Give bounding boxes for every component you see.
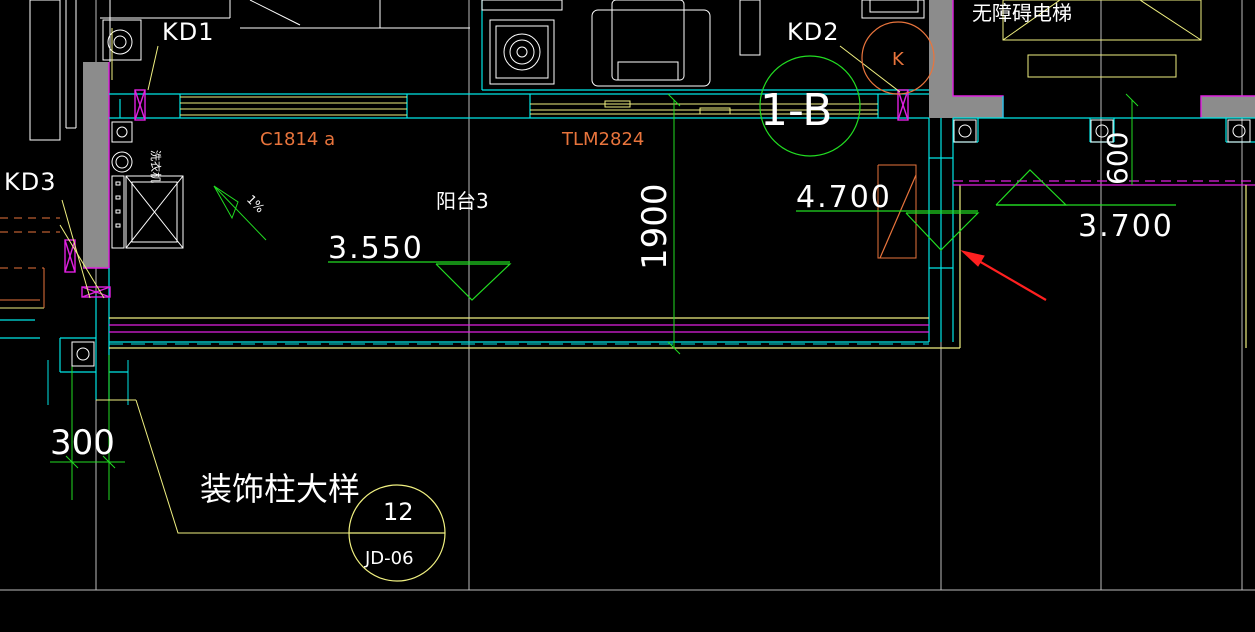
balcony-railing — [109, 180, 1255, 349]
level-marker-3700 — [995, 169, 1176, 206]
window-c1814a-symbol — [180, 96, 407, 116]
red-arrow-annotation — [960, 250, 1047, 301]
slope-arrow — [213, 185, 267, 241]
structural-columns — [83, 0, 1255, 268]
label-k: K — [892, 49, 905, 70]
label-room: 阳台3 — [436, 189, 489, 213]
label-kd2: KD2 — [787, 18, 840, 46]
wall-opening-markers — [64, 89, 909, 298]
wall-outlines — [0, 0, 1255, 400]
detail-callout-symbol — [348, 484, 446, 582]
level-marker-3550 — [328, 261, 512, 301]
callout-number: 12 — [383, 498, 414, 526]
label-window: C1814 a — [260, 129, 335, 150]
label-kd1: KD1 — [162, 18, 215, 46]
outlet-circles — [71, 119, 1251, 367]
floor-drain-symbol — [877, 164, 917, 259]
label-washer: 洗衣机 — [149, 150, 163, 183]
kitchen-fixtures — [29, 0, 925, 141]
label-detail-note: 装饰柱大样 — [200, 470, 360, 508]
label-grid-bubble: 1-B — [760, 85, 833, 136]
callout-sheet: JD-06 — [364, 548, 414, 569]
dimension-1900-line — [667, 93, 681, 355]
washing-machine-fixture — [111, 121, 184, 249]
sliding-door-tlm2824-symbol — [530, 100, 878, 115]
dimension-600-text: 600 — [1101, 132, 1134, 185]
dimension-1900-text: 1900 — [635, 183, 675, 270]
k-symbol-circle — [861, 21, 935, 95]
elevator-box — [1002, 0, 1202, 78]
elevation-4700-text: 4.700 — [796, 180, 892, 215]
level-marker-4700 — [796, 210, 980, 251]
dimension-300-text: 300 — [50, 423, 115, 463]
grid-bubble-1b — [759, 55, 861, 157]
elevation-3550-text: 3.550 — [328, 231, 424, 266]
label-slope: 1% — [244, 192, 267, 215]
dimension-600-line — [1125, 93, 1139, 185]
label-door: TLM2824 — [561, 129, 644, 150]
label-kd3: KD3 — [4, 168, 57, 196]
elevation-3700-text: 3.700 — [1078, 209, 1174, 244]
axis-grid-lines — [0, 0, 1255, 591]
left-dimension-lines — [0, 28, 901, 534]
label-elevator: 无障碍电梯 — [972, 1, 1072, 25]
